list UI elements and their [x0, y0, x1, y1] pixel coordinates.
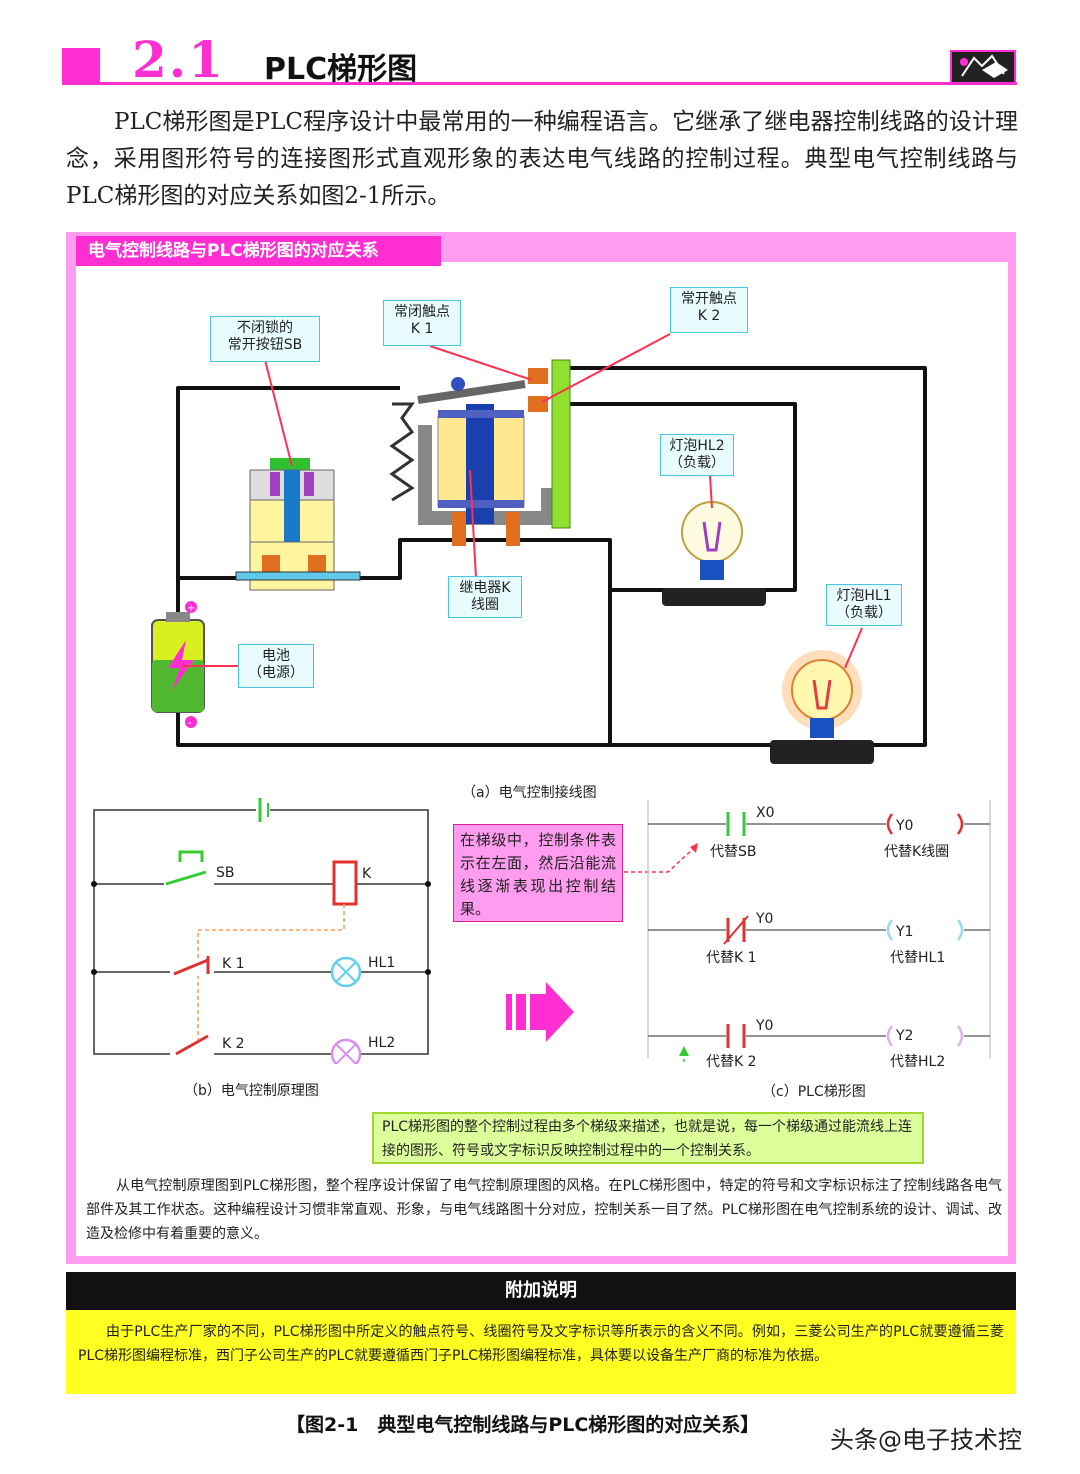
schematic-sb-label: SB	[216, 865, 235, 881]
label-relay-coil: 继电器K 线圈	[448, 576, 522, 618]
section-number: 2.1	[132, 30, 225, 89]
ladder-rung2-coil-desc: 代替HL1	[890, 950, 946, 966]
ladder-rung3-coil: Y2	[896, 1028, 914, 1044]
book-logo-icon	[950, 50, 1016, 84]
ladder-rung3-contact: Y0	[756, 1018, 774, 1034]
caption-wiring: （a）电气控制接线图	[462, 785, 597, 801]
section-underline	[62, 82, 1017, 85]
wire-outer-loop	[176, 366, 927, 747]
ladder-contact-y0-nc	[723, 915, 749, 945]
ladder-contact-x0	[726, 812, 746, 836]
bulb-hl2-icon	[662, 501, 766, 606]
figure-caption: 【图2-1 典型电气控制线路与PLC梯形图的对应关系】	[286, 1414, 760, 1436]
caption-ladder: （c）PLC梯形图	[762, 1084, 866, 1100]
ladder-rung2-contact: Y0	[756, 911, 774, 927]
label-line: 常闭触点	[394, 304, 450, 320]
schematic-k-label: K	[362, 866, 372, 882]
label-hl1: 灯泡HL1 （负载）	[826, 584, 902, 626]
label-line: 电池	[262, 648, 290, 664]
right-arrow-icon	[506, 982, 574, 1042]
label-line: 常开触点	[681, 291, 737, 307]
schematic-hl2-label: HL2	[368, 1035, 396, 1051]
svg-text:-: -	[188, 718, 191, 729]
caption-schematic: （b）电气控制原理图	[184, 1083, 319, 1099]
section-title: PLC梯形图	[264, 52, 418, 87]
extra-heading: 附加说明	[66, 1272, 1016, 1310]
note-pink: 在梯级中，控制条件表示在左面，然后沿能流线逐渐表现出控制结果。	[453, 824, 623, 922]
label-push-button-sb: 不闭锁的 常开按钮SB	[210, 316, 320, 362]
schematic-k1-label: K 1	[222, 956, 245, 972]
label-k1: 常闭触点 K 1	[383, 300, 461, 346]
schematic-hl1-label: HL1	[368, 955, 396, 971]
ladder-rung1-contact-desc: 代替SB	[710, 844, 757, 860]
ladder-rung2-contact-desc: 代替K 1	[706, 950, 757, 966]
label-line: （负载）	[836, 605, 892, 621]
label-line: 不闭锁的	[237, 320, 293, 336]
svg-text:+: +	[187, 603, 195, 614]
figure-title: 电气控制线路与PLC梯形图的对应关系	[76, 236, 441, 266]
ladder-rung3-coil-desc: 代替HL2	[890, 1054, 946, 1070]
relay-icon	[389, 359, 571, 546]
label-hl2: 灯泡HL2 （负载）	[660, 434, 734, 476]
label-line: K 1	[410, 321, 434, 337]
section-marker-bar	[62, 48, 100, 82]
ladder-rung3-contact-desc: 代替K 2	[706, 1054, 757, 1070]
push-button-icon	[235, 458, 361, 591]
intro-paragraph: PLC梯形图是PLC程序设计中最常用的一种编程语言。它继承了继电器控制线路的设计…	[66, 109, 1018, 209]
figure-description: 从电气控制原理图到PLC梯形图，整个程序设计保留了电气控制原理图的风格。在PLC…	[86, 1178, 1002, 1242]
ladder-rung1-contact: X0	[756, 805, 775, 821]
note-green: PLC梯形图的整个控制过程由多个梯级来描述，也就是说，每一个梯级通过能流线上连接…	[372, 1112, 924, 1164]
bulb-hl1-icon	[770, 650, 874, 764]
schematic-diagram	[91, 798, 431, 1064]
extra-body: 由于PLC生产厂家的不同，PLC梯形图中所定义的触点符号、线圈符号及文字标识等所…	[66, 1310, 1016, 1394]
label-line: K 2	[697, 308, 721, 324]
label-line: 常开按钮SB	[227, 337, 303, 353]
label-line: 线圈	[471, 597, 499, 613]
label-battery: 电池 （电源）	[238, 644, 314, 688]
pink-note-arrow	[624, 843, 698, 873]
ladder-rung1-coil: Y0	[896, 818, 914, 834]
ladder-contact-y0-no	[726, 1024, 746, 1048]
ladder-rung1-coil-desc: 代替K线圈	[884, 844, 950, 860]
battery-icon: + -	[151, 601, 205, 729]
label-line: （电源）	[248, 665, 304, 681]
ladder-rung2-coil: Y1	[896, 924, 914, 940]
label-line: 灯泡HL1	[836, 588, 892, 604]
wiring-diagram: + -	[151, 333, 927, 764]
label-line: 继电器K	[459, 580, 511, 596]
watermark: 头条@电子技术控	[830, 1426, 1022, 1454]
label-line: 灯泡HL2	[669, 438, 725, 454]
label-line: （负载）	[669, 455, 725, 471]
schematic-k2-label: K 2	[222, 1036, 245, 1052]
ladder-diagram	[647, 800, 991, 1062]
label-k2: 常开触点 K 2	[670, 287, 748, 333]
